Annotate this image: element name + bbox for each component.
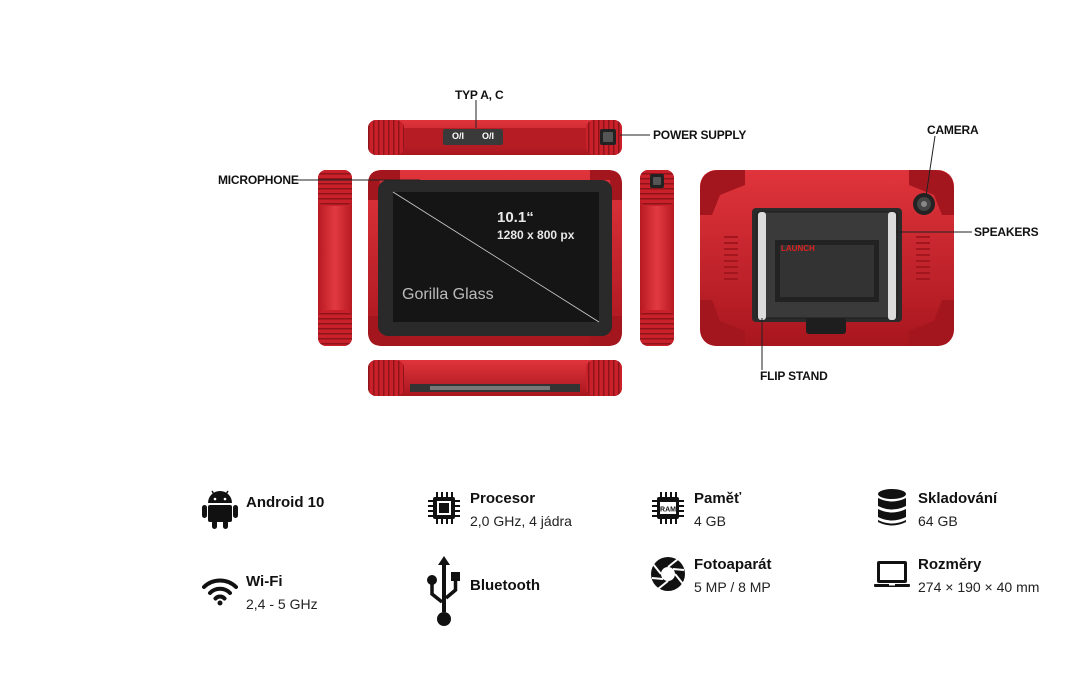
back-view [700,170,954,346]
spec-title: Fotoaparát [694,556,772,573]
spec-title: Rozměry [918,556,982,573]
ram-icon: RAM [648,486,688,530]
spec-bluetooth: Bluetooth [424,556,540,628]
spec-value: 2,4 - 5 GHz [246,596,318,612]
spec-dimensions: Rozměry 274 × 190 × 40 mm [872,552,1039,596]
right-side-view [640,170,674,346]
front-view [368,170,622,346]
spec-title: Skladování [918,490,998,507]
flip-stand-callout: FLIP STAND [760,369,828,383]
spec-cpu: Procesor 2,0 GHz, 4 jádra [424,486,572,530]
ram-icon-text: RAM [660,507,676,514]
spec-title: Bluetooth [470,577,540,594]
screen-resolution-label: 1280 x 800 px [497,228,575,242]
wifi-icon [200,569,240,613]
database-icon [872,486,912,530]
spec-title: Android 10 [246,494,325,511]
spec-title: Paměť [694,490,742,507]
spec-wifi: Wi-Fi 2,4 - 5 GHz [200,569,318,613]
spec-ram: RAM Paměť 4 GB [648,486,741,530]
spec-android: Android 10 [200,486,324,530]
spec-storage: Skladování 64 GB [872,486,997,530]
callout-lines [298,100,972,370]
spec-title: Procesor [470,490,536,507]
spec-value: 64 GB [918,513,958,529]
left-side-view [318,170,352,346]
screen-size-label: 10.1“ [497,209,534,226]
usb-icon [424,556,464,628]
spec-camera: Fotoaparát 5 MP / 8 MP [648,552,772,596]
ports-callout: TYP A, C [455,88,504,102]
spec-value: 4 GB [694,513,726,529]
gorilla-glass-label: Gorilla Glass [402,286,494,303]
bottom-edge-view [368,360,622,396]
port-label-2: O/I [481,131,494,141]
cpu-icon [424,486,464,530]
spec-title: Wi-Fi [246,573,283,590]
camera-callout: CAMERA [927,123,979,137]
speakers-callout: SPEAKERS [974,225,1039,239]
spec-value: 2,0 GHz, 4 jádra [470,513,572,529]
brand-label: LAUNCH [781,244,815,253]
laptop-icon [872,552,912,596]
top-edge-view [368,120,622,155]
microphone-callout: MICROPHONE [218,173,299,187]
android-icon [200,486,240,530]
port-label-1: O/I [451,131,464,141]
spec-value: 5 MP / 8 MP [694,579,771,595]
spec-value: 274 × 190 × 40 mm [918,579,1040,595]
device-illustration [298,100,972,396]
power-supply-callout: POWER SUPPLY [653,128,747,142]
camera-aperture-icon [648,552,688,596]
